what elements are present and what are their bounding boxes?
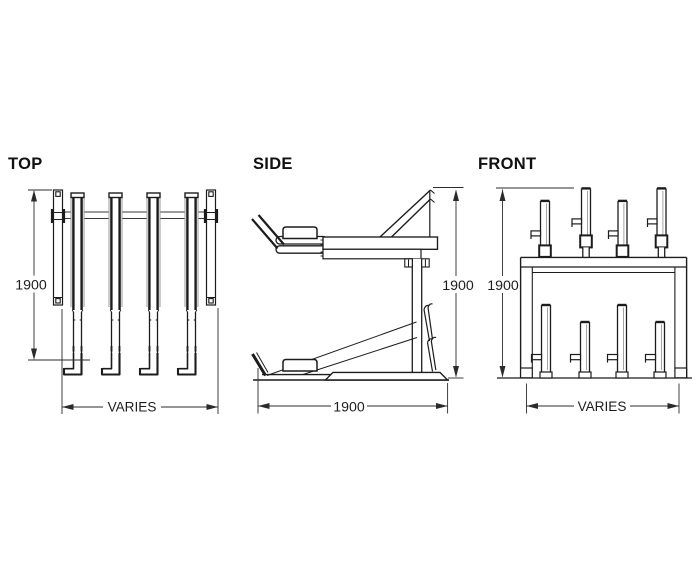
side-height-value: 1900 <box>442 278 474 294</box>
bike-tray <box>62 191 86 376</box>
side-view-latch-hooks <box>423 303 437 372</box>
front-view-frame <box>519 256 688 379</box>
front-width-value: VARIES <box>578 399 627 414</box>
arrow-right-icon <box>436 403 448 409</box>
arrow-up-icon <box>499 189 506 201</box>
front-view-width-dimension: VARIES <box>526 383 680 414</box>
side-depth-value: 1900 <box>333 400 365 416</box>
front-view-lower-wheel-holders <box>530 303 668 380</box>
arrow-left-icon <box>258 403 270 409</box>
lower-wheel-holder <box>530 303 554 380</box>
arrow-down-icon <box>499 366 506 378</box>
arrow-down-icon <box>453 366 459 378</box>
side-view-column-post <box>404 258 430 373</box>
lower-wheel-holder <box>606 303 630 380</box>
bike-tray <box>138 191 162 376</box>
top-width-value: VARIES <box>108 400 157 415</box>
arrow-right-icon <box>206 404 218 410</box>
top-view-right-rail <box>203 189 219 306</box>
bike-tray <box>100 191 124 376</box>
arrow-left-icon <box>526 403 538 409</box>
top-view-bike-trays <box>62 191 200 376</box>
top-height-value: 1900 <box>15 278 47 294</box>
upper-wheel-holder <box>607 199 630 259</box>
upper-wheel-holder <box>529 199 552 259</box>
upper-wheel-holder <box>570 187 593 259</box>
view-label-top: TOP <box>8 155 43 173</box>
arrow-up-icon <box>453 189 459 201</box>
side-view: SIDE <box>251 155 474 416</box>
side-view-upper-tray <box>251 214 439 260</box>
upper-wheel-stop <box>282 226 318 240</box>
top-view: TOP 1900 VAR <box>8 155 219 415</box>
lower-wheel-holder <box>569 320 593 380</box>
view-label-side: SIDE <box>253 155 293 173</box>
view-label-front: FRONT <box>478 155 536 173</box>
upper-wheel-holder <box>646 187 669 259</box>
side-view-gas-strut-brace <box>379 189 435 238</box>
arrow-up-icon <box>31 190 37 202</box>
frame-foot <box>519 367 533 379</box>
arrow-right-icon <box>667 403 679 409</box>
side-view-ground-base <box>251 321 450 381</box>
side-view-height-dimension: 1900 <box>433 187 474 379</box>
front-view: FRONT <box>478 155 692 414</box>
bike-tray <box>176 191 200 376</box>
top-view-left-rail <box>50 189 66 306</box>
front-view-upper-wheel-holders <box>529 187 669 259</box>
top-view-height-dimension: 1900 <box>15 189 90 361</box>
lower-wheel-holder <box>644 320 668 380</box>
base-plate <box>323 371 450 381</box>
frame-foot <box>674 367 688 379</box>
front-view-height-dimension: 1900 <box>487 187 574 378</box>
lower-wheel-stop <box>282 358 318 372</box>
side-view-depth-dimension: 1900 <box>257 368 449 416</box>
arrow-left-icon <box>62 404 74 410</box>
top-view-width-dimension: VARIES <box>61 308 219 415</box>
front-height-value: 1900 <box>487 278 519 294</box>
arrow-down-icon <box>31 348 37 360</box>
